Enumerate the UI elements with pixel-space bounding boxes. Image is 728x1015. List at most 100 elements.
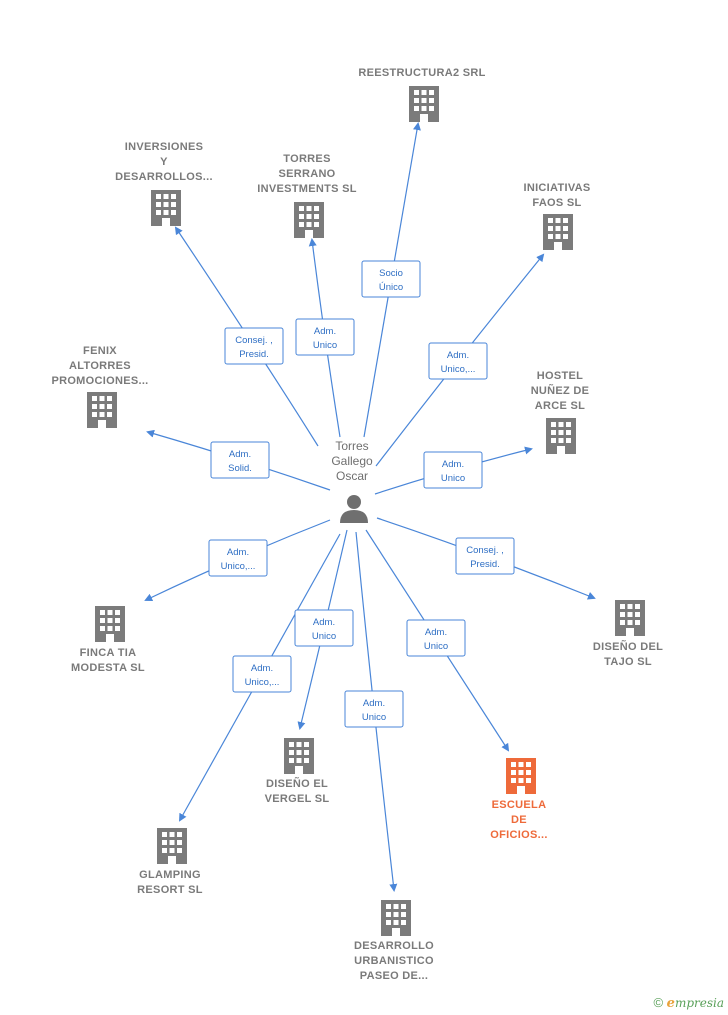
- role-box-frame: [232, 655, 292, 693]
- role-label-box[interactable]: Adm. Unico: [295, 318, 355, 356]
- role-text-line: Adm.: [447, 350, 469, 361]
- role-text-line: Unico: [362, 712, 386, 723]
- role-text-line: Consej. ,: [235, 335, 273, 346]
- role-box-frame: [224, 327, 284, 365]
- role-text-line: Presid.: [470, 559, 500, 570]
- role-text-line: Adm.: [251, 663, 273, 674]
- company-name-line: SERRANO: [278, 168, 335, 180]
- role-text-line: Presid.: [239, 349, 269, 360]
- company-name-line: ALTORRES: [69, 360, 131, 372]
- role-label-box[interactable]: Consej. , Presid.: [455, 537, 515, 575]
- role-box-frame: [423, 451, 483, 489]
- company-name-line: INVESTMENTS SL: [257, 183, 357, 195]
- company-node[interactable]: INICIATIVAS FAOS SL: [523, 182, 590, 250]
- nodes-layer: REESTRUCTURA2 SRL INVERSIONES Y DESARROLLOS…: [51, 67, 663, 982]
- role-box-frame: [428, 342, 488, 380]
- building-icon: [543, 214, 573, 250]
- company-name-line: VERGEL SL: [265, 793, 330, 805]
- role-text-line: Unico,...: [245, 677, 280, 688]
- center-person-node[interactable]: Torres Gallego Oscar: [331, 439, 373, 523]
- role-label-box[interactable]: Adm. Unico,...: [428, 342, 488, 380]
- person-name-line: Torres: [335, 439, 368, 453]
- role-text-line: Adm.: [229, 449, 251, 460]
- company-name-line: ARCE SL: [535, 400, 585, 412]
- role-label-box[interactable]: Adm. Unico: [423, 451, 483, 489]
- company-name-line: INVERSIONES: [125, 141, 204, 153]
- company-node[interactable]: DISEÑO EL VERGEL SL: [265, 738, 330, 805]
- role-text-line: Único: [379, 282, 403, 293]
- role-text-line: Unico,...: [441, 364, 476, 375]
- role-label-box[interactable]: Adm. Unico: [344, 690, 404, 728]
- brand-initial: e: [666, 996, 675, 1011]
- company-node[interactable]: GLAMPING RESORT SL: [137, 828, 203, 896]
- role-box-frame: [210, 441, 270, 479]
- building-icon: [615, 600, 645, 636]
- role-label-box[interactable]: Adm. Solid.: [210, 441, 270, 479]
- company-name-line: RESORT SL: [137, 884, 203, 896]
- role-label-box[interactable]: Consej. , Presid.: [224, 327, 284, 365]
- building-icon: [284, 738, 314, 774]
- company-name-line: HOSTEL: [537, 370, 583, 382]
- company-name-line: TORRES: [283, 153, 330, 165]
- role-label-box[interactable]: Adm.Unico: [294, 609, 354, 647]
- building-icon: [157, 828, 187, 864]
- company-name-line: TAJO SL: [604, 656, 652, 668]
- role-text-line: Solid.: [228, 463, 252, 474]
- role-text-line: Adm.: [425, 627, 447, 638]
- building-icon: [546, 418, 576, 454]
- company-name-line: OFICIOS...: [490, 829, 547, 841]
- role-box-frame: [361, 260, 421, 298]
- role-text-line: Adm.: [442, 459, 464, 470]
- company-name-line: DISEÑO EL: [266, 777, 328, 790]
- role-text-line: Socio: [379, 268, 403, 279]
- company-node[interactable]: FENIXALTORRESPROMOCIONES...: [51, 345, 148, 428]
- company-node[interactable]: ESCUELADEOFICIOS...: [490, 758, 547, 841]
- role-box-frame: [295, 318, 355, 356]
- company-name-line: FENIX: [83, 345, 117, 357]
- company-node[interactable]: REESTRUCTURA2 SRL: [358, 67, 485, 122]
- role-text-line: Unico: [424, 641, 448, 652]
- company-node[interactable]: DISEÑO DEL TAJO SL: [593, 600, 663, 668]
- company-name-line: URBANISTICO: [354, 955, 434, 967]
- company-node[interactable]: FINCA TIA MODESTA SL: [71, 606, 145, 674]
- role-label-box[interactable]: Adm. Unico: [406, 619, 466, 657]
- role-box-frame: [406, 619, 466, 657]
- company-node[interactable]: INVERSIONES Y DESARROLLOS...: [115, 141, 213, 226]
- company-name-line: FAOS SL: [532, 197, 581, 209]
- building-icon: [87, 392, 117, 428]
- person-name-line: Gallego: [331, 454, 373, 468]
- role-text-line: Unico: [312, 631, 336, 642]
- role-text-line: Adm.: [314, 326, 336, 337]
- company-node[interactable]: HOSTEL NUÑEZ DE ARCE SL: [531, 370, 590, 454]
- company-name-line: FINCA TIA: [80, 647, 137, 659]
- role-label-box[interactable]: Adm.Unico,...: [208, 539, 268, 577]
- role-text-line: Consej. ,: [466, 545, 504, 556]
- company-node[interactable]: TORRES SERRANO INVESTMENTS SL: [257, 153, 357, 238]
- company-name-line: Y: [160, 156, 168, 168]
- company-name-line: GLAMPING: [139, 869, 201, 881]
- copyright-footer[interactable]: © empresia: [653, 995, 724, 1011]
- building-icon: [294, 202, 324, 238]
- role-text-line: Unico: [441, 473, 465, 484]
- company-name-line: DE: [511, 814, 527, 826]
- company-name-line: INICIATIVAS: [523, 182, 590, 194]
- company-name-line: DESARROLLOS...: [115, 171, 213, 183]
- brand-name: mpresia: [674, 996, 724, 1010]
- role-box-frame: [208, 539, 268, 577]
- company-name-line: PASEO DE...: [360, 970, 429, 982]
- role-label-box[interactable]: Adm. Unico,...: [232, 655, 292, 693]
- company-name-line: REESTRUCTURA2 SRL: [358, 67, 485, 79]
- company-name-line: MODESTA SL: [71, 662, 145, 674]
- role-text-line: Unico: [313, 340, 337, 351]
- company-name-line: DISEÑO DEL: [593, 640, 663, 653]
- company-name-line: NUÑEZ DE: [531, 384, 590, 397]
- person-name-line: Oscar: [336, 469, 368, 483]
- role-text-line: Unico,...: [221, 561, 256, 572]
- role-box-frame: [344, 690, 404, 728]
- building-icon: [409, 86, 439, 122]
- role-text-line: Adm.: [363, 698, 385, 709]
